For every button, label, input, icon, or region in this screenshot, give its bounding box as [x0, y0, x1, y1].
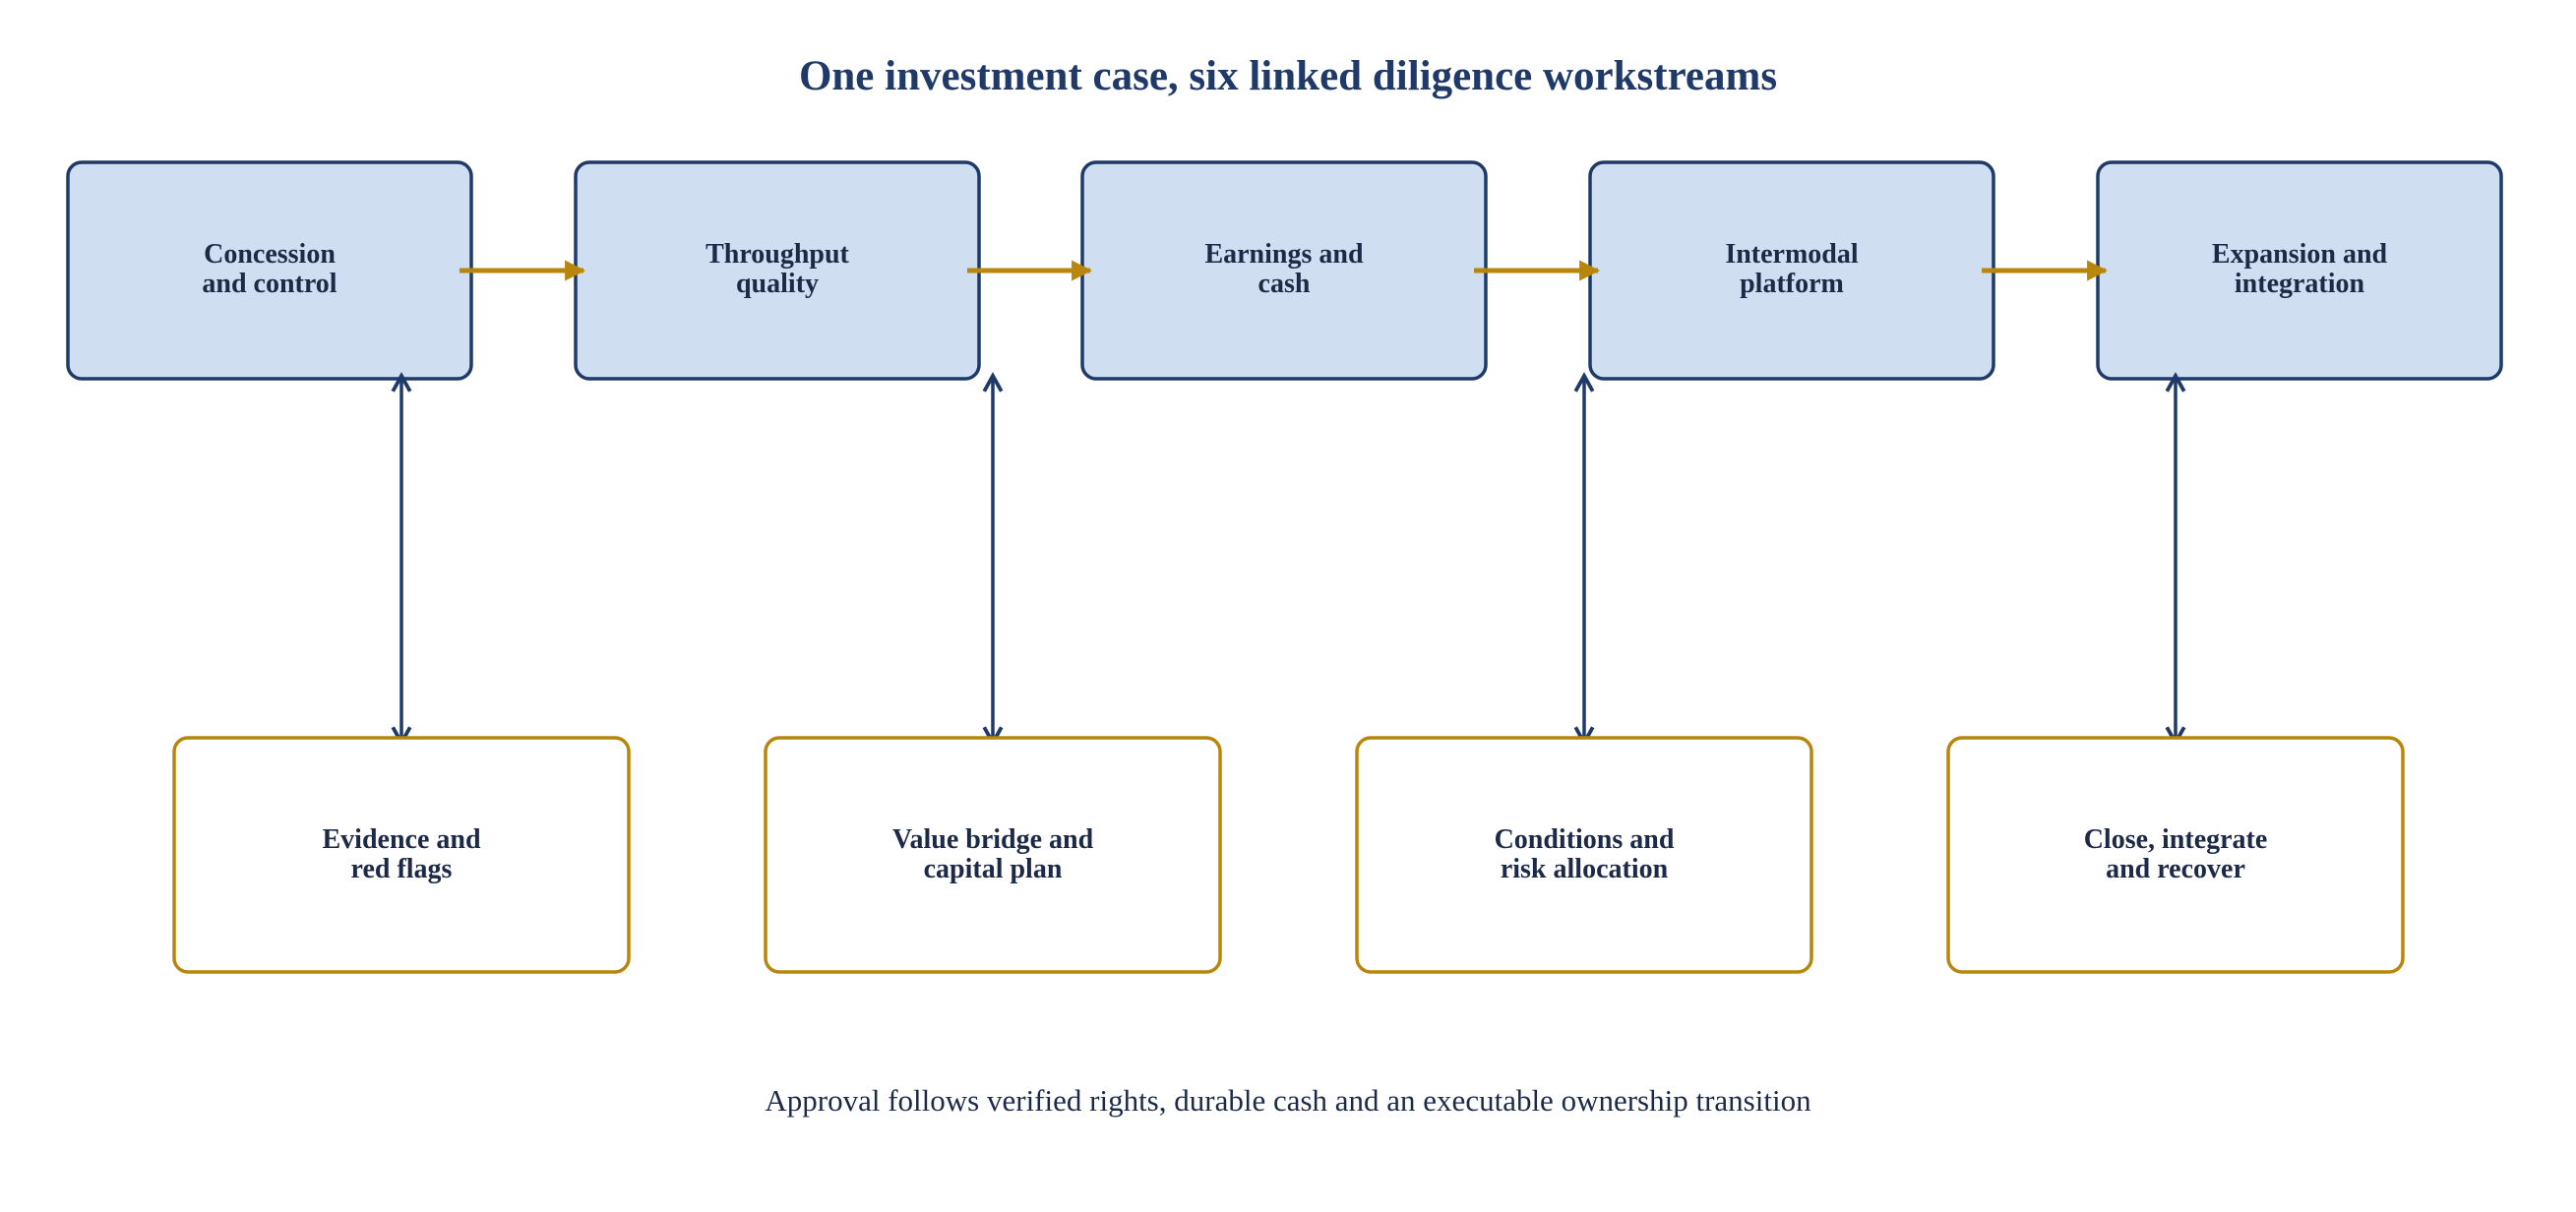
stage-label-line1: Concession [204, 239, 336, 270]
output-box-conditions: Conditions and risk allocation [1355, 736, 1813, 974]
output-label-line1: Value bridge and [892, 824, 1094, 855]
stage-box-earnings: Earnings and cash [1080, 160, 1488, 381]
output-label-line2: risk allocation [1501, 854, 1669, 884]
footer-caption: Approval follows verified rights, durabl… [765, 1083, 1811, 1118]
stage-label-line2: integration [2235, 269, 2365, 299]
stage-label-line2: quality [736, 269, 819, 299]
stage-box-expansion: Expansion and integration [2096, 160, 2503, 381]
stage-label-line2: platform [1740, 269, 1844, 299]
stage-label-line1: Intermodal [1725, 239, 1859, 270]
stage-label-line1: Earnings and [1204, 239, 1363, 270]
output-label-line2: capital plan [924, 854, 1063, 884]
stage-label-line1: Throughput [705, 239, 849, 270]
output-label-line1: Evidence and [322, 824, 480, 855]
output-label-line2: and recover [2106, 854, 2245, 884]
output-box-evidence: Evidence and red flags [172, 736, 631, 974]
output-label-line1: Close, integrate [2084, 824, 2268, 855]
output-box-close: Close, integrate and recover [1946, 736, 2405, 974]
output-label-line2: red flags [351, 854, 453, 884]
stage-label-line2: cash [1258, 269, 1311, 299]
stage-box-concession: Concession and control [66, 160, 473, 381]
stage-box-intermodal: Intermodal platform [1588, 160, 1995, 381]
output-label-line1: Conditions and [1495, 824, 1675, 855]
stage-label-line2: and control [202, 269, 337, 299]
output-box-value-bridge: Value bridge and capital plan [764, 736, 1222, 974]
stage-box-throughput: Throughput quality [574, 160, 981, 381]
stage-label-line1: Expansion and [2212, 239, 2388, 270]
diagram-title: One investment case, six linked diligenc… [799, 53, 1777, 99]
